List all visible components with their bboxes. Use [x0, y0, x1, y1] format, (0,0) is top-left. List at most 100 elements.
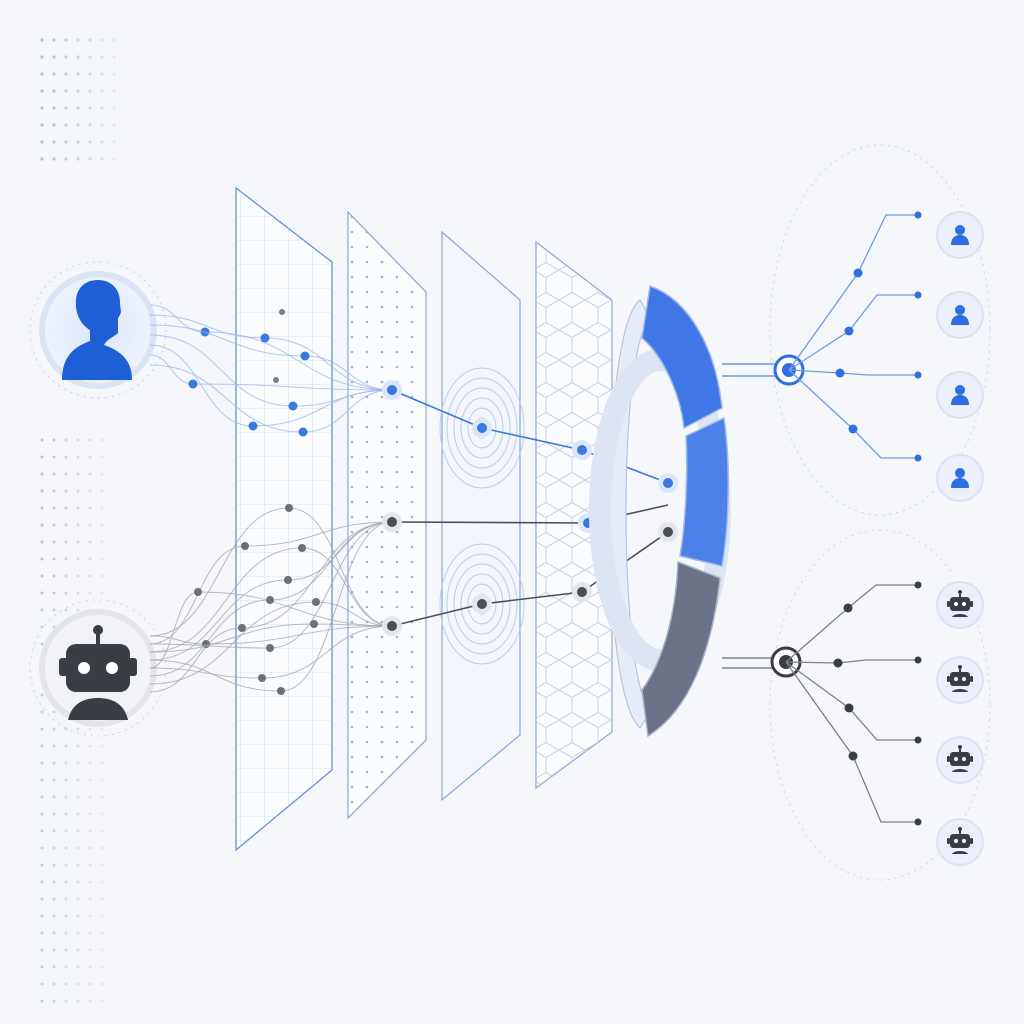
node-dot — [194, 588, 202, 596]
person-icon — [951, 468, 969, 488]
pathway-node — [477, 599, 487, 609]
output-link — [788, 214, 918, 371]
ring-segment-top — [641, 284, 723, 430]
link-line — [149, 599, 271, 677]
node-dot — [260, 333, 270, 343]
node-dot — [248, 421, 258, 431]
node-dot — [241, 542, 249, 550]
link-line — [304, 355, 393, 391]
output-link-node — [833, 658, 843, 668]
human-output-3 — [936, 371, 984, 419]
robot-output-1 — [936, 581, 984, 629]
node-dot — [258, 674, 266, 682]
link-line — [197, 591, 393, 627]
link-line — [301, 547, 393, 627]
node-dot — [238, 624, 246, 632]
link-line — [149, 643, 271, 649]
link-line — [280, 521, 393, 692]
pathway-node — [663, 527, 673, 537]
link-line — [149, 354, 194, 385]
pathway-node — [663, 478, 673, 488]
robot-output-3 — [936, 736, 984, 784]
link-line — [149, 364, 304, 433]
output-ring — [589, 284, 731, 738]
link-line — [302, 389, 393, 433]
output-link-node — [844, 703, 854, 713]
output-link-node — [848, 751, 858, 761]
background-dot-matrix — [40, 38, 116, 1003]
layer-grid — [235, 186, 333, 852]
link-line — [149, 334, 294, 407]
link-line — [192, 383, 393, 391]
link-line — [264, 337, 393, 391]
node-dot — [312, 598, 320, 606]
output-link-node — [914, 818, 922, 826]
output-link-node — [835, 368, 845, 378]
node-dot — [273, 377, 279, 383]
pathway-node — [577, 445, 587, 455]
output-link — [788, 294, 918, 371]
node-dot — [300, 351, 310, 361]
robot-icon — [947, 590, 973, 617]
person-icon — [951, 305, 969, 325]
output-link-node — [914, 211, 922, 219]
link-line — [244, 521, 393, 547]
robot-input-avatar — [29, 599, 167, 737]
output-link-node — [853, 268, 863, 278]
link-line — [149, 667, 263, 679]
pathway-node — [387, 621, 397, 631]
pathway-node — [577, 587, 587, 597]
link-line — [149, 547, 303, 653]
output-link-node — [914, 656, 922, 664]
human-output-2 — [936, 291, 984, 339]
robot-icon — [947, 665, 973, 692]
person-icon — [951, 385, 969, 405]
node-dot — [266, 644, 274, 652]
robot-icon — [947, 745, 973, 772]
output-link-node — [914, 454, 922, 462]
human-output-cluster — [722, 144, 991, 516]
output-link — [788, 369, 918, 376]
ring-segment-bottom — [641, 560, 721, 738]
output-link-node — [914, 291, 922, 299]
link-line — [149, 591, 199, 669]
human-output-4 — [936, 454, 984, 502]
ring-segment-middle — [679, 416, 730, 567]
output-link-node — [844, 326, 854, 336]
robot-icon — [59, 625, 137, 720]
link-line — [149, 507, 290, 637]
output-link — [785, 661, 918, 741]
connection-lines — [149, 304, 678, 695]
human-input-avatar — [29, 261, 167, 399]
robot-output-4 — [936, 818, 984, 866]
pathway-node — [387, 385, 397, 395]
pathway-node — [477, 423, 487, 433]
person-icon — [951, 225, 969, 245]
output-link-node — [914, 371, 922, 379]
node-dot — [298, 427, 308, 437]
robot-output-2 — [936, 656, 984, 704]
link-line — [149, 635, 207, 645]
link-line — [205, 625, 393, 645]
node-dot — [277, 687, 285, 695]
person-icon — [62, 280, 132, 380]
output-link-node — [843, 603, 853, 613]
link-line — [204, 331, 393, 391]
link-line — [252, 389, 393, 427]
robot-output-cluster — [722, 529, 991, 881]
node-dot — [285, 504, 293, 512]
node-dot — [266, 596, 274, 604]
node-dot — [279, 309, 285, 315]
link-line — [269, 521, 393, 649]
output-link-node — [848, 424, 858, 434]
link-line — [149, 304, 206, 333]
node-dot — [188, 379, 198, 389]
link-line — [149, 579, 289, 661]
link-line — [241, 521, 393, 629]
link-line — [261, 625, 393, 679]
output-link-node — [914, 581, 922, 589]
output-link-node — [914, 736, 922, 744]
link-line — [149, 627, 243, 693]
pathway-node — [387, 517, 397, 527]
